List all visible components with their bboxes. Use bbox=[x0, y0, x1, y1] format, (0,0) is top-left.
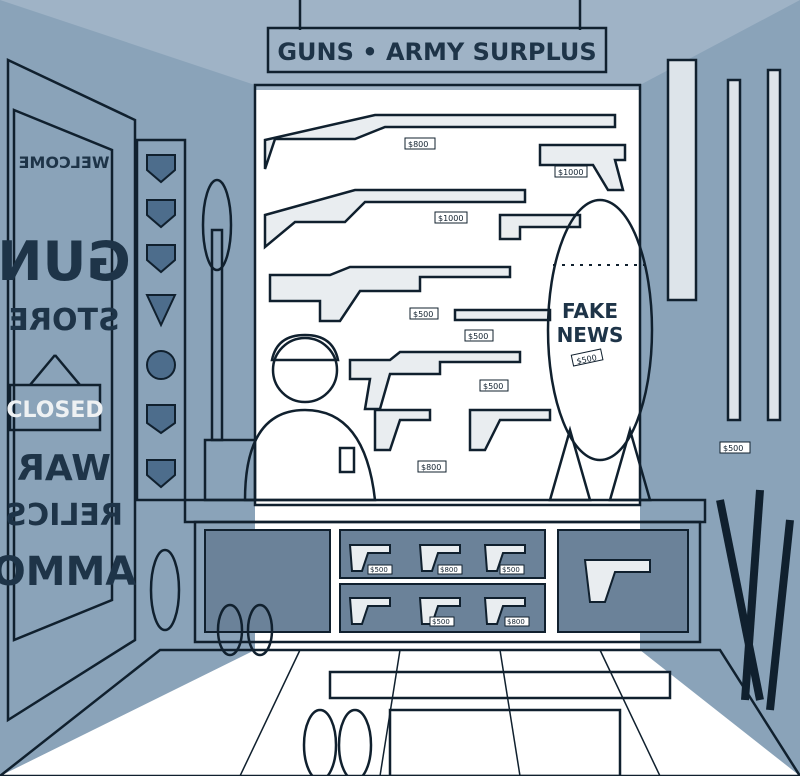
store-sign-text: GUNS • ARMY SURPLUS bbox=[277, 38, 596, 66]
bomb-text-fake: FAKE bbox=[562, 299, 618, 323]
case-pistols bbox=[348, 544, 651, 625]
floor-boards bbox=[239, 649, 661, 776]
window-store: STORE bbox=[8, 303, 119, 338]
back-wall bbox=[253, 83, 642, 507]
svg-text:$1000: $1000 bbox=[438, 214, 463, 223]
svg-text:$500: $500 bbox=[483, 382, 503, 391]
closed-sign-text: CLOSED bbox=[6, 398, 103, 423]
counter-top bbox=[183, 498, 707, 524]
price-tags: $800 $1000 $1000 $500 $500 $500 $800 bbox=[404, 137, 588, 473]
svg-text:$800: $800 bbox=[507, 618, 525, 626]
window-gun: GUN bbox=[0, 230, 131, 293]
mortars bbox=[716, 489, 794, 711]
case-price-tags: $500 $800 $500 $500 $800 bbox=[367, 564, 530, 627]
door-frame bbox=[6, 58, 137, 723]
window-welcome: WELCOME bbox=[19, 153, 110, 172]
window-relics: RELICS bbox=[5, 498, 123, 533]
left-wall bbox=[0, 0, 255, 776]
smg bbox=[498, 213, 582, 241]
shop-clerk bbox=[243, 333, 377, 502]
window-glass bbox=[12, 108, 114, 642]
rpg-warhead bbox=[201, 178, 233, 272]
badge-panel bbox=[135, 138, 187, 502]
artillery-shell bbox=[149, 548, 181, 632]
rifle-3 bbox=[268, 265, 512, 323]
svg-text:$800: $800 bbox=[408, 140, 428, 149]
closed-sign bbox=[8, 383, 102, 432]
shell bbox=[246, 603, 274, 657]
rifle-2 bbox=[263, 188, 527, 250]
store-sign bbox=[266, 26, 608, 74]
pistol-2 bbox=[373, 408, 432, 452]
fake-news-bomb: FAKE NEWS $500 bbox=[546, 198, 654, 502]
shell bbox=[302, 708, 338, 776]
svg-text:$500: $500 bbox=[576, 353, 598, 366]
badges bbox=[145, 154, 177, 489]
bomb-text-news: NEWS bbox=[557, 323, 624, 347]
bazooka bbox=[328, 670, 672, 700]
svg-text:$500: $500 bbox=[502, 566, 520, 574]
shotgun bbox=[453, 308, 552, 322]
display-case bbox=[193, 520, 702, 644]
rifles bbox=[263, 113, 627, 452]
svg-text:$500: $500 bbox=[723, 444, 743, 453]
pistol-1 bbox=[538, 143, 627, 192]
window-war: WAR bbox=[17, 448, 111, 489]
right-wall-rifles bbox=[666, 58, 782, 422]
window-ammo: AMMO bbox=[0, 549, 136, 595]
shell bbox=[216, 603, 244, 657]
rifle-1 bbox=[263, 113, 617, 170]
svg-text:$500: $500 bbox=[370, 566, 388, 574]
phone bbox=[338, 446, 356, 474]
svg-text:$500: $500 bbox=[432, 618, 450, 626]
pistol-3 bbox=[468, 408, 552, 452]
svg-text:$800: $800 bbox=[440, 566, 458, 574]
mirrored-window-text: WELCOME GUN STORE WAR RELICS AMMO bbox=[0, 153, 136, 595]
rifle-4 bbox=[348, 350, 522, 411]
svg-text:$500: $500 bbox=[468, 332, 488, 341]
crate bbox=[388, 708, 622, 776]
svg-text:$1000: $1000 bbox=[558, 168, 583, 177]
floor bbox=[0, 648, 800, 776]
svg-text:$500: $500 bbox=[413, 310, 433, 319]
svg-text:$800: $800 bbox=[421, 463, 441, 472]
shell bbox=[337, 708, 373, 776]
